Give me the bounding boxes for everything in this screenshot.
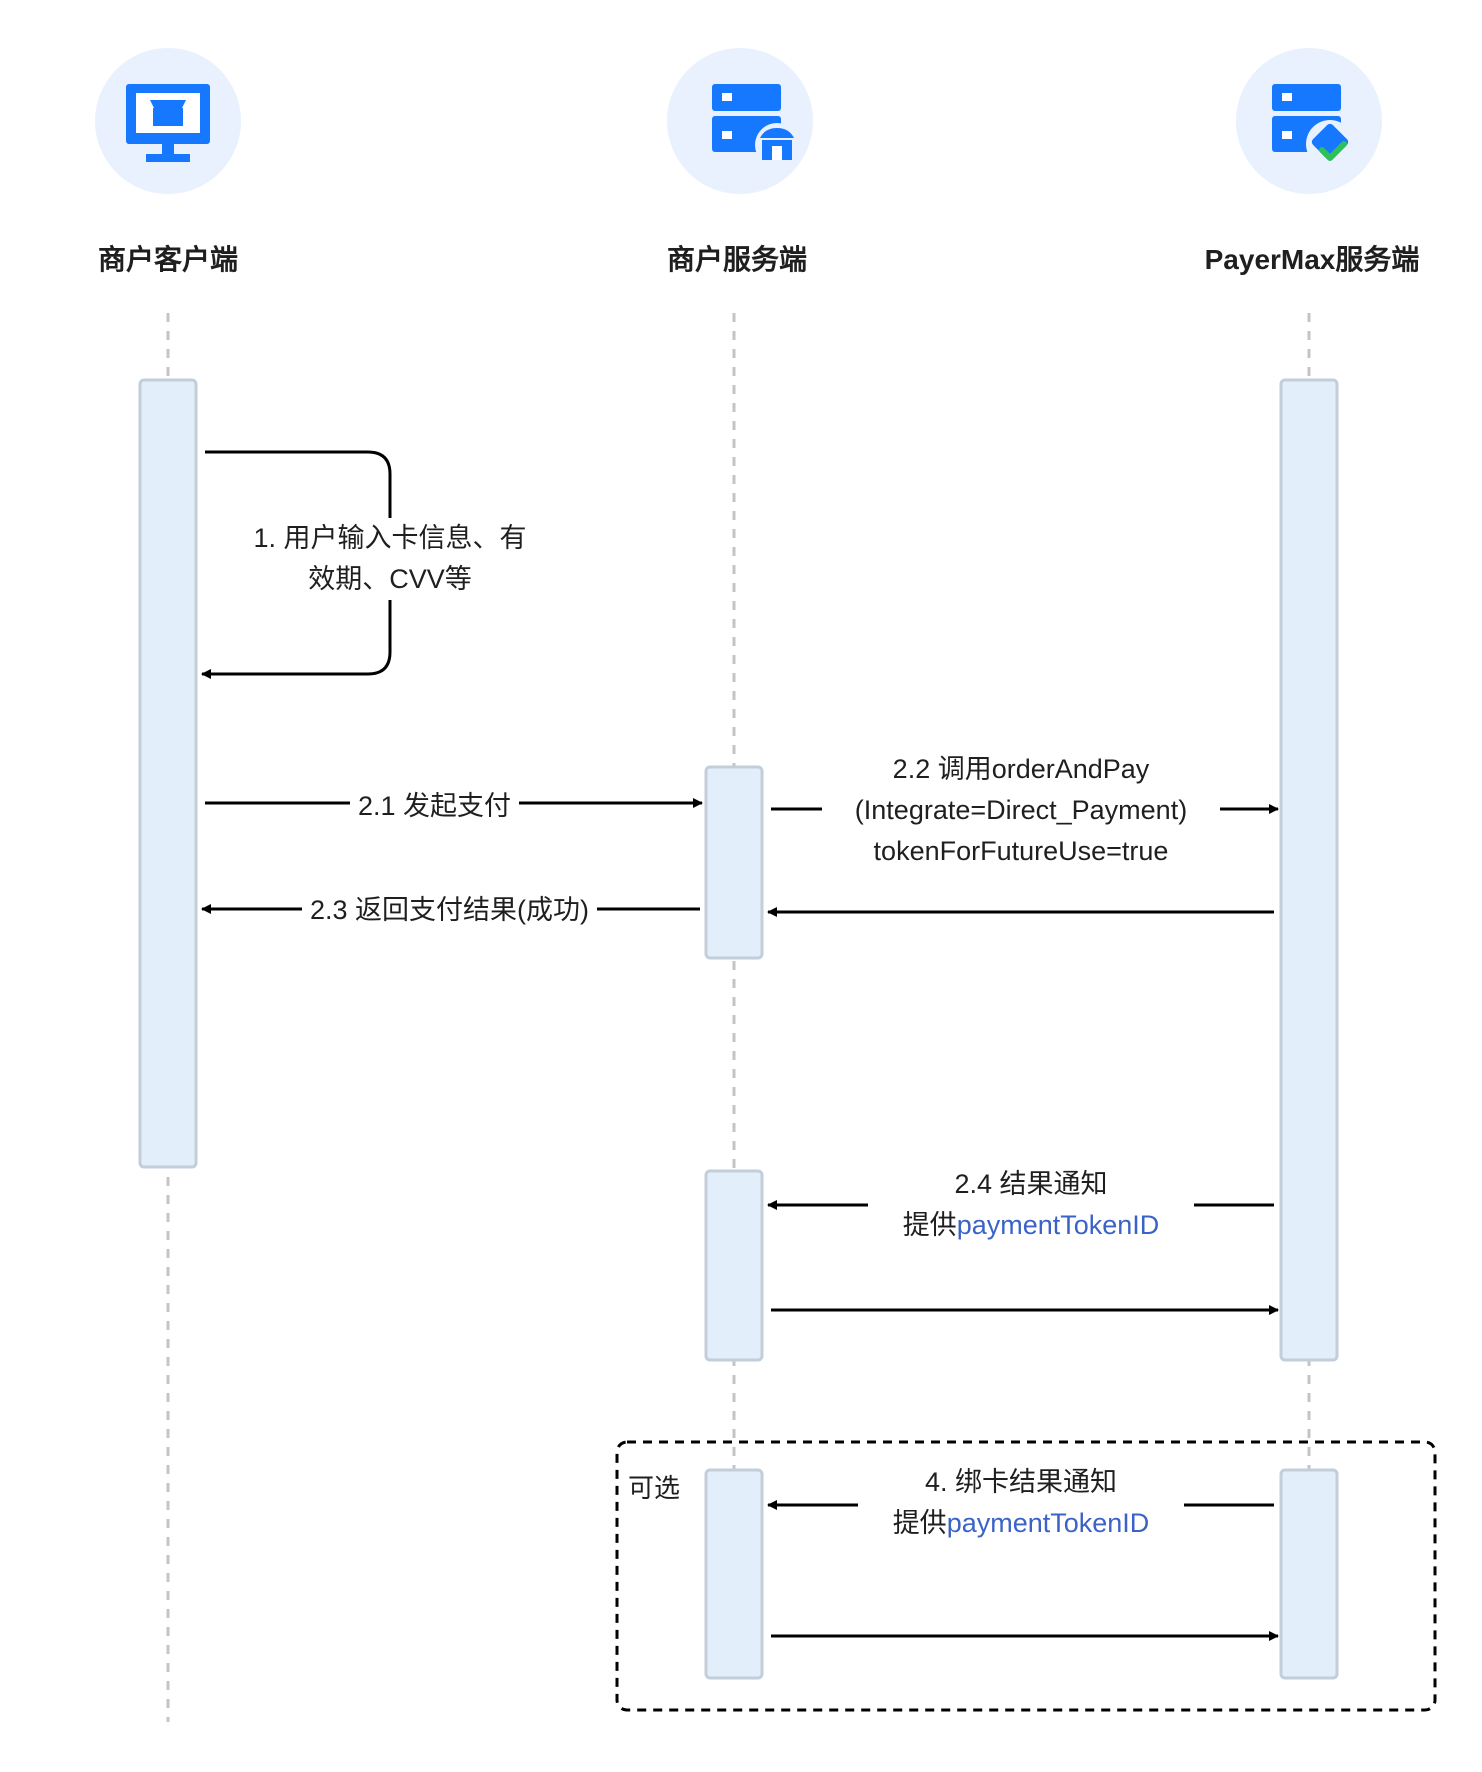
message-4-prefix: 提供 bbox=[892, 1508, 947, 1538]
participant-client-label: 商户客户端 bbox=[97, 244, 239, 275]
message-2-4-label: 2.4 结果通知 提供paymentTokenID bbox=[868, 1164, 1194, 1246]
message-2-4-line-1: 2.4 结果通知 bbox=[954, 1169, 1108, 1199]
message-1-label: 1. 用户输入卡信息、有 效期、CVV等 bbox=[240, 518, 540, 600]
message-2-1-label: 2.1 发起支付 bbox=[350, 786, 520, 827]
message-1-line-2: 效期、CVV等 bbox=[308, 564, 472, 594]
message-2-4-token: paymentTokenID bbox=[956, 1210, 1160, 1240]
client-activation bbox=[138, 378, 198, 1169]
message-2-3-line-1: 2.3 返回支付结果(成功) bbox=[310, 895, 590, 925]
server-card-icon bbox=[1272, 84, 1354, 168]
message-4-line-2: 提供paymentTokenID bbox=[866, 1503, 1176, 1544]
payermax-activation-optional bbox=[1279, 1468, 1339, 1680]
message-2-2-line-3: tokenForFutureUse=true bbox=[873, 836, 1169, 866]
message-4-line-1: 4. 绑卡结果通知 bbox=[924, 1467, 1118, 1497]
message-1-line-1: 1. 用户输入卡信息、有 bbox=[253, 523, 527, 553]
optional-frame bbox=[615, 1440, 1437, 1712]
optional-frame-label: 可选 bbox=[628, 1473, 681, 1503]
payermax-server-icon-badge bbox=[1236, 48, 1382, 194]
client-icon-badge bbox=[95, 48, 241, 194]
payermax-activation-main bbox=[1279, 378, 1339, 1362]
participant-payermax-server-label: PayerMax服务端 bbox=[1204, 244, 1420, 275]
message-4-token: paymentTokenID bbox=[946, 1508, 1150, 1538]
message-2-4-prefix: 提供 bbox=[902, 1210, 957, 1240]
merchant-server-icon-badge bbox=[667, 48, 813, 194]
message-2-2-label: 2.2 调用orderAndPay (Integrate=Direct_Paym… bbox=[822, 749, 1220, 872]
merchant-activation-3 bbox=[704, 1468, 764, 1680]
message-2-3-label: 2.3 返回支付结果(成功) bbox=[302, 890, 598, 931]
server-shop-icon bbox=[712, 84, 799, 167]
message-2-4-line-2: 提供paymentTokenID bbox=[876, 1205, 1186, 1246]
participant-merchant-server-label: 商户服务端 bbox=[666, 244, 808, 275]
message-4-label: 4. 绑卡结果通知 提供paymentTokenID bbox=[858, 1462, 1184, 1544]
merchant-activation-2 bbox=[704, 1169, 764, 1362]
monitor-shop-icon bbox=[126, 84, 210, 162]
message-2-1-line-1: 2.1 发起支付 bbox=[358, 791, 512, 821]
message-2-2-line-1: 2.2 调用orderAndPay bbox=[892, 754, 1150, 784]
message-2-2-line-2: (Integrate=Direct_Payment) bbox=[854, 795, 1188, 825]
merchant-activation-1 bbox=[704, 765, 764, 960]
